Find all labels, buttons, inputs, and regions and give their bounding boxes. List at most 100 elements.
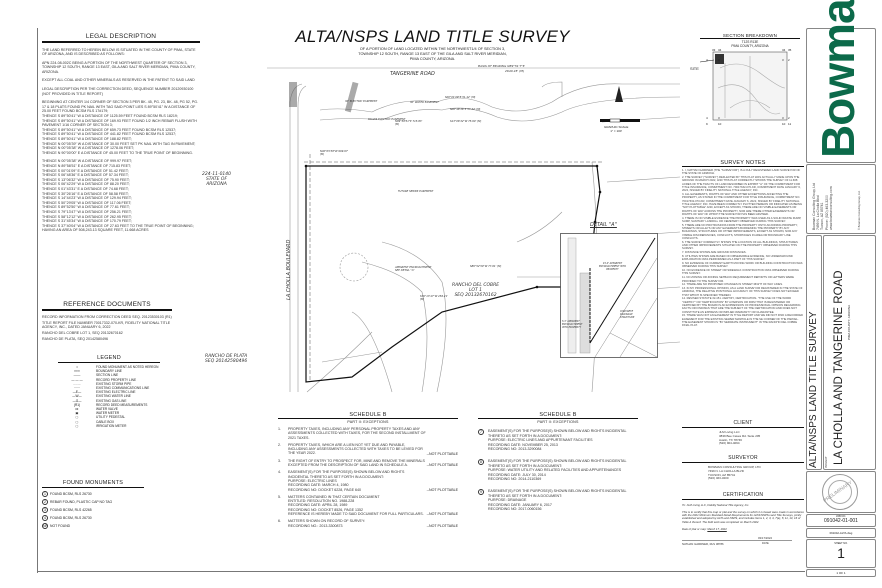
legend-symbol: — — — [71,377,83,382]
legend-label: EXISTING STORM PIPE [96,381,132,386]
section-corner-number: 33 [712,48,716,52]
detail-label: 5.3' APPARENT ENCROACHMENT INTO PROPERTY [562,320,583,329]
easement-label: 30' ELECTRIC EASEMENT [345,100,378,103]
sheet-panel: SHEET NO. 1 [806,539,876,568]
plat-date: March 17, 2022 [707,527,727,532]
notes-heading: SURVEY NOTES [720,160,766,166]
survey-note: 5. THERE ARE NO PROTRUSIONS FROM THE PRO… [682,223,798,240]
project-county: PIMA COUNTY, ARIZONA [847,304,851,340]
legend-label: UTILITY PEDESTAL [96,415,126,420]
legal-paragraph: BEGINNING AT CENTER 1/4 CORNER OF SECTIO… [42,100,199,155]
legend-label: IRRIGATION METER [96,423,127,428]
section-corner-number: 35 [788,48,792,52]
client-heading: CLIENT [733,420,753,426]
legend-label: FOUND MONUMENT AS NOTED HEREON [96,365,159,369]
rancho-de-plata-label: RANCHO DE PLATA SEQ 20142580496 [205,354,248,364]
legend-symbol: ······ [73,386,81,391]
item-number: 2. [278,442,281,447]
schedule-item: 4.EASEMENT(S) FOR THE PURPOSE(S) SHOWN B… [278,470,458,491]
legend-item: —G— EXISTING GAS LINE [58,399,160,403]
legend-symbol: —G— [72,398,82,403]
item-number: 4. [278,470,281,475]
job-panel: JOB NO. 091042-01-001 [806,514,876,527]
easement-label: 30' WATER EASEMENT [410,101,439,104]
signature-date: 03/17/2022 [758,535,772,540]
detail-a-drawing [560,233,658,358]
survey-note: 15. THERE WAS NOT AN EASEMENT IN TITLE R… [682,314,804,328]
item-text: THE RIGHT OF ENTRY TO PROSPECT FOR, MINE… [288,458,426,468]
section-corner-number: 34 [782,48,786,52]
section-corner-number: 9 [706,122,708,126]
survey-note: 11. NO ZONING OR ZONING SETBACK REQUIREM… [682,276,795,283]
not-plottable-note: --NOT PLOTTABLE [426,523,458,528]
legend-label: BOUNDARY LINE [96,369,122,374]
item-text: MATTERS SHOWN ON RECORD OF SURVEY: RECOR… [288,519,366,528]
section-corner-number: 3 [718,116,720,120]
project-label: PROJECT [825,456,828,468]
legal-heading: LEGAL DESCRIPTION [85,33,157,40]
survey-note: 13. IN MY PROFESSIONAL OPINION, AS A LAN… [682,287,803,297]
detail-label: CONCRETE DRAINAGE STRUCTURE [620,310,635,319]
page-title: ALTA/NSPS LAND TITLE SURVEY [295,27,570,46]
legend-item: - - - -EXISTING STORM PIPE [58,382,160,386]
easement-number-icon: 9 [478,488,484,495]
legend-item: —W—EXISTING WATER LINE [58,394,160,398]
item-number: 3. [278,458,281,463]
legend-symbol: • [76,365,78,369]
legend-label: EXISTING GAS LINE [96,398,127,403]
schedule-b-left: SCHEDULE B PART II: EXCEPTIONS 1.PROPERT… [278,412,458,531]
easement-label: APPARENT ENCROACHMENT SEE DETAIL "A" [395,266,432,272]
dwg-panel: 091042-ALTA.dwg [806,528,876,538]
survey-note: 14. REVISED STATUTE 32-151 -CERTIFY, CER… [682,297,801,314]
legend-symbol: (R1) [73,402,81,407]
legend-symbol: ▢ [75,419,79,424]
schedule-item: 3. THE RIGHT OF ENTRY TO PROSPECT FOR, MI… [278,459,458,468]
survey-note: 7. DISTANCE SHOWN ARE GROUND DISTANCES. [682,251,747,255]
legend-item: — — —RECORD PROPERTY LINE [58,378,160,382]
legend-item: ▢CABLE BOX [58,420,160,424]
section-corner-number: 10 [718,122,722,126]
legend-item: ⋈WATER VALVE [58,407,160,411]
section-map [699,51,788,121]
project-panel [823,235,876,470]
monument-number-icon: 2 [42,499,48,505]
signer: NATHAN GARDNER, RLS 38786 [682,541,724,546]
legal-paragraph: THENCE N 00°05'38" W A DISTANCE OF 999.9… [42,159,194,233]
survey-note: 6. THE SURVEY CORRECTLY SHOWS THE LOCATI… [682,240,798,251]
monument-label: FOUND BCSM, RLS 26730 [50,491,92,496]
section-site-label: SITE [690,66,699,71]
graphic-scale [600,118,640,123]
section-corner-number: 2 [788,58,790,62]
client-block: CLIENT JLM Living LLC 3839 Bee Caves Rd.… [682,420,804,446]
bearing-label: S00°01'09"E 51.42' (M) [445,96,476,99]
rancho-del-cobre-label: RANCHO DEL COBRE LOT 1 SEQ 20132670162 [452,283,500,298]
survey-note: 3. ALL EASEMENTS, RIGHTS OF WAY AND OTHE… [682,193,803,216]
easement-label: FUTURE SEWER EASEMENT [398,190,434,193]
sheet-number: 1 [837,545,845,561]
reference-item: TITLE REPORT FILE NUMBER 70017332-070-KR… [42,320,171,330]
legend-label: EXISTING ELECTRIC LINE [96,390,136,395]
legend-symbol: ⋈ [75,407,79,412]
item-text: PROPERTY TAXES, WHICH ARE A LIEN NOT YET… [288,442,424,456]
schedule-item: 1.PROPERTY TAXES, INCLUDING ANY PERSONAL… [278,427,458,440]
legend-item: ━━━BOUNDARY LINE [58,369,160,373]
reference-item: RANCHO DEL COBRE LOT 1, SEQ 20132670162 [42,331,123,336]
reference-heading: REFERENCE DOCUMENTS [63,301,151,308]
item-text: EASEMENT(S) FOR THE PURPOSE(S) SHOWN BEL… [488,458,627,482]
item-number: 1. [278,427,281,431]
survey-note: 1. I, NATHAN GARDNER (THE "SURVEYOR") IS… [682,169,801,176]
legend-item: ▢IRRIGATION METER [58,424,160,428]
certification-block: CERTIFICATION To: JLM Living LLC, Fideli… [682,492,804,550]
section-heading: SECTION BREAKDOWN [722,33,778,38]
survey-note: 4. THERE IS NO VISIBLE EVIDENCE THE PROP… [682,216,802,223]
not-plottable-note: --NOT PLOTTABLE [426,463,458,468]
date-label: Date of plat or map: [682,527,707,532]
legend-symbol: ▢ [75,415,79,420]
survey-note: 9. NO EVIDENCE OF CURRENT EARTH MOVING W… [682,262,803,269]
subtitle: OF A PORTION OF LAND LOCATED WITHIN THE … [300,47,565,62]
monument-label: REBAR FOUND, PLASTIC CAP NO TAG [50,499,113,504]
schedule-b-heading: SCHEDULE B [539,412,577,418]
